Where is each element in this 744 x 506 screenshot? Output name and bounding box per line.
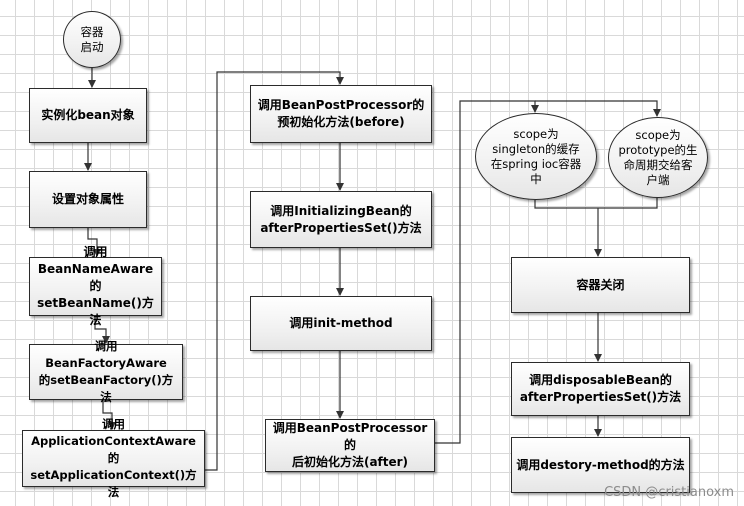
instantiate-bean-node: 实例化bean对象 [29,88,147,143]
application-context-aware-node: 调用 ApplicationContextAware的 setApplicati… [22,417,205,499]
edge-bppafter-to-scopes [435,100,539,444]
scope-singleton-label: scope为 singleton的缓存 在spring ioc容器 中 [490,126,582,186]
destroy-method-node: 调用destory-method的方法 [511,437,690,493]
scope-prototype-label: scope为 prototype的生 命周期交给客 户端 [618,127,698,187]
initializing-bean-node: 调用InitializingBean的 afterPropertiesSet()… [250,191,432,248]
edge-beanfactoryaware-to-appcontextaware [102,400,116,430]
set-properties-node: 设置对象属性 [29,171,147,228]
scope-prototype-node: scope为 prototype的生 命周期交给客 户端 [608,117,708,198]
disposable-bean-node: 调用disposableBean的 afterPropertiesSet()方法 [511,362,690,416]
bpp-before-node: 调用BeanPostProcessor的 预初始化方法(before) [250,85,432,143]
container-start-node: 容器 启动 [63,11,121,68]
bpp-after-node: 调用BeanPostProcessor的 后初始化方法(after) [265,419,435,472]
initializing-bean-label: 调用InitializingBean的 afterPropertiesSet()… [260,203,422,235]
set-properties-label: 设置对象属性 [51,192,124,206]
bpp-before-label: 调用BeanPostProcessor的 预初始化方法(before) [257,98,425,129]
csdn-watermark: CSDN @cristianoxm [604,485,734,500]
destroy-method-label: 调用destory-method的方法 [516,457,685,472]
bpp-after-label: 调用BeanPostProcessor的 后初始化方法(after) [272,421,428,469]
scope-singleton-node: scope为 singleton的缓存 在spring ioc容器 中 [475,113,597,200]
edge-singleton-to-close [534,200,598,209]
container-close-label: 容器关闭 [576,277,625,292]
application-context-aware-label: 调用 ApplicationContextAware的 setApplicati… [30,417,197,499]
bean-name-aware-node: 调用 BeanNameAware的 setBeanName()方法 [29,245,162,327]
instantiate-bean-label: 实例化bean对象 [41,108,135,122]
edge-setprops-to-beannameaware [87,228,101,257]
bean-factory-aware-label: 调用BeanFactoryAware 的setBeanFactory()方 法 [38,339,174,404]
init-method-label: 调用init-method [289,316,393,330]
container-close-node: 容器关闭 [511,257,690,313]
edge-beannameaware-to-beanfactoryaware [94,316,110,344]
bean-factory-aware-node: 调用BeanFactoryAware 的setBeanFactory()方 法 [29,339,183,404]
init-method-node: 调用init-method [250,296,432,351]
edge-appcontextaware-to-bppbefore [205,71,344,471]
bean-name-aware-label: 调用 BeanNameAware的 setBeanName()方法 [37,245,154,327]
edge-prototype-to-close [598,198,658,209]
container-start-label: 容器 启动 [80,24,104,54]
edge-branch-to-prototype [535,100,661,117]
disposable-bean-label: 调用disposableBean的 afterPropertiesSet()方法 [519,373,682,404]
